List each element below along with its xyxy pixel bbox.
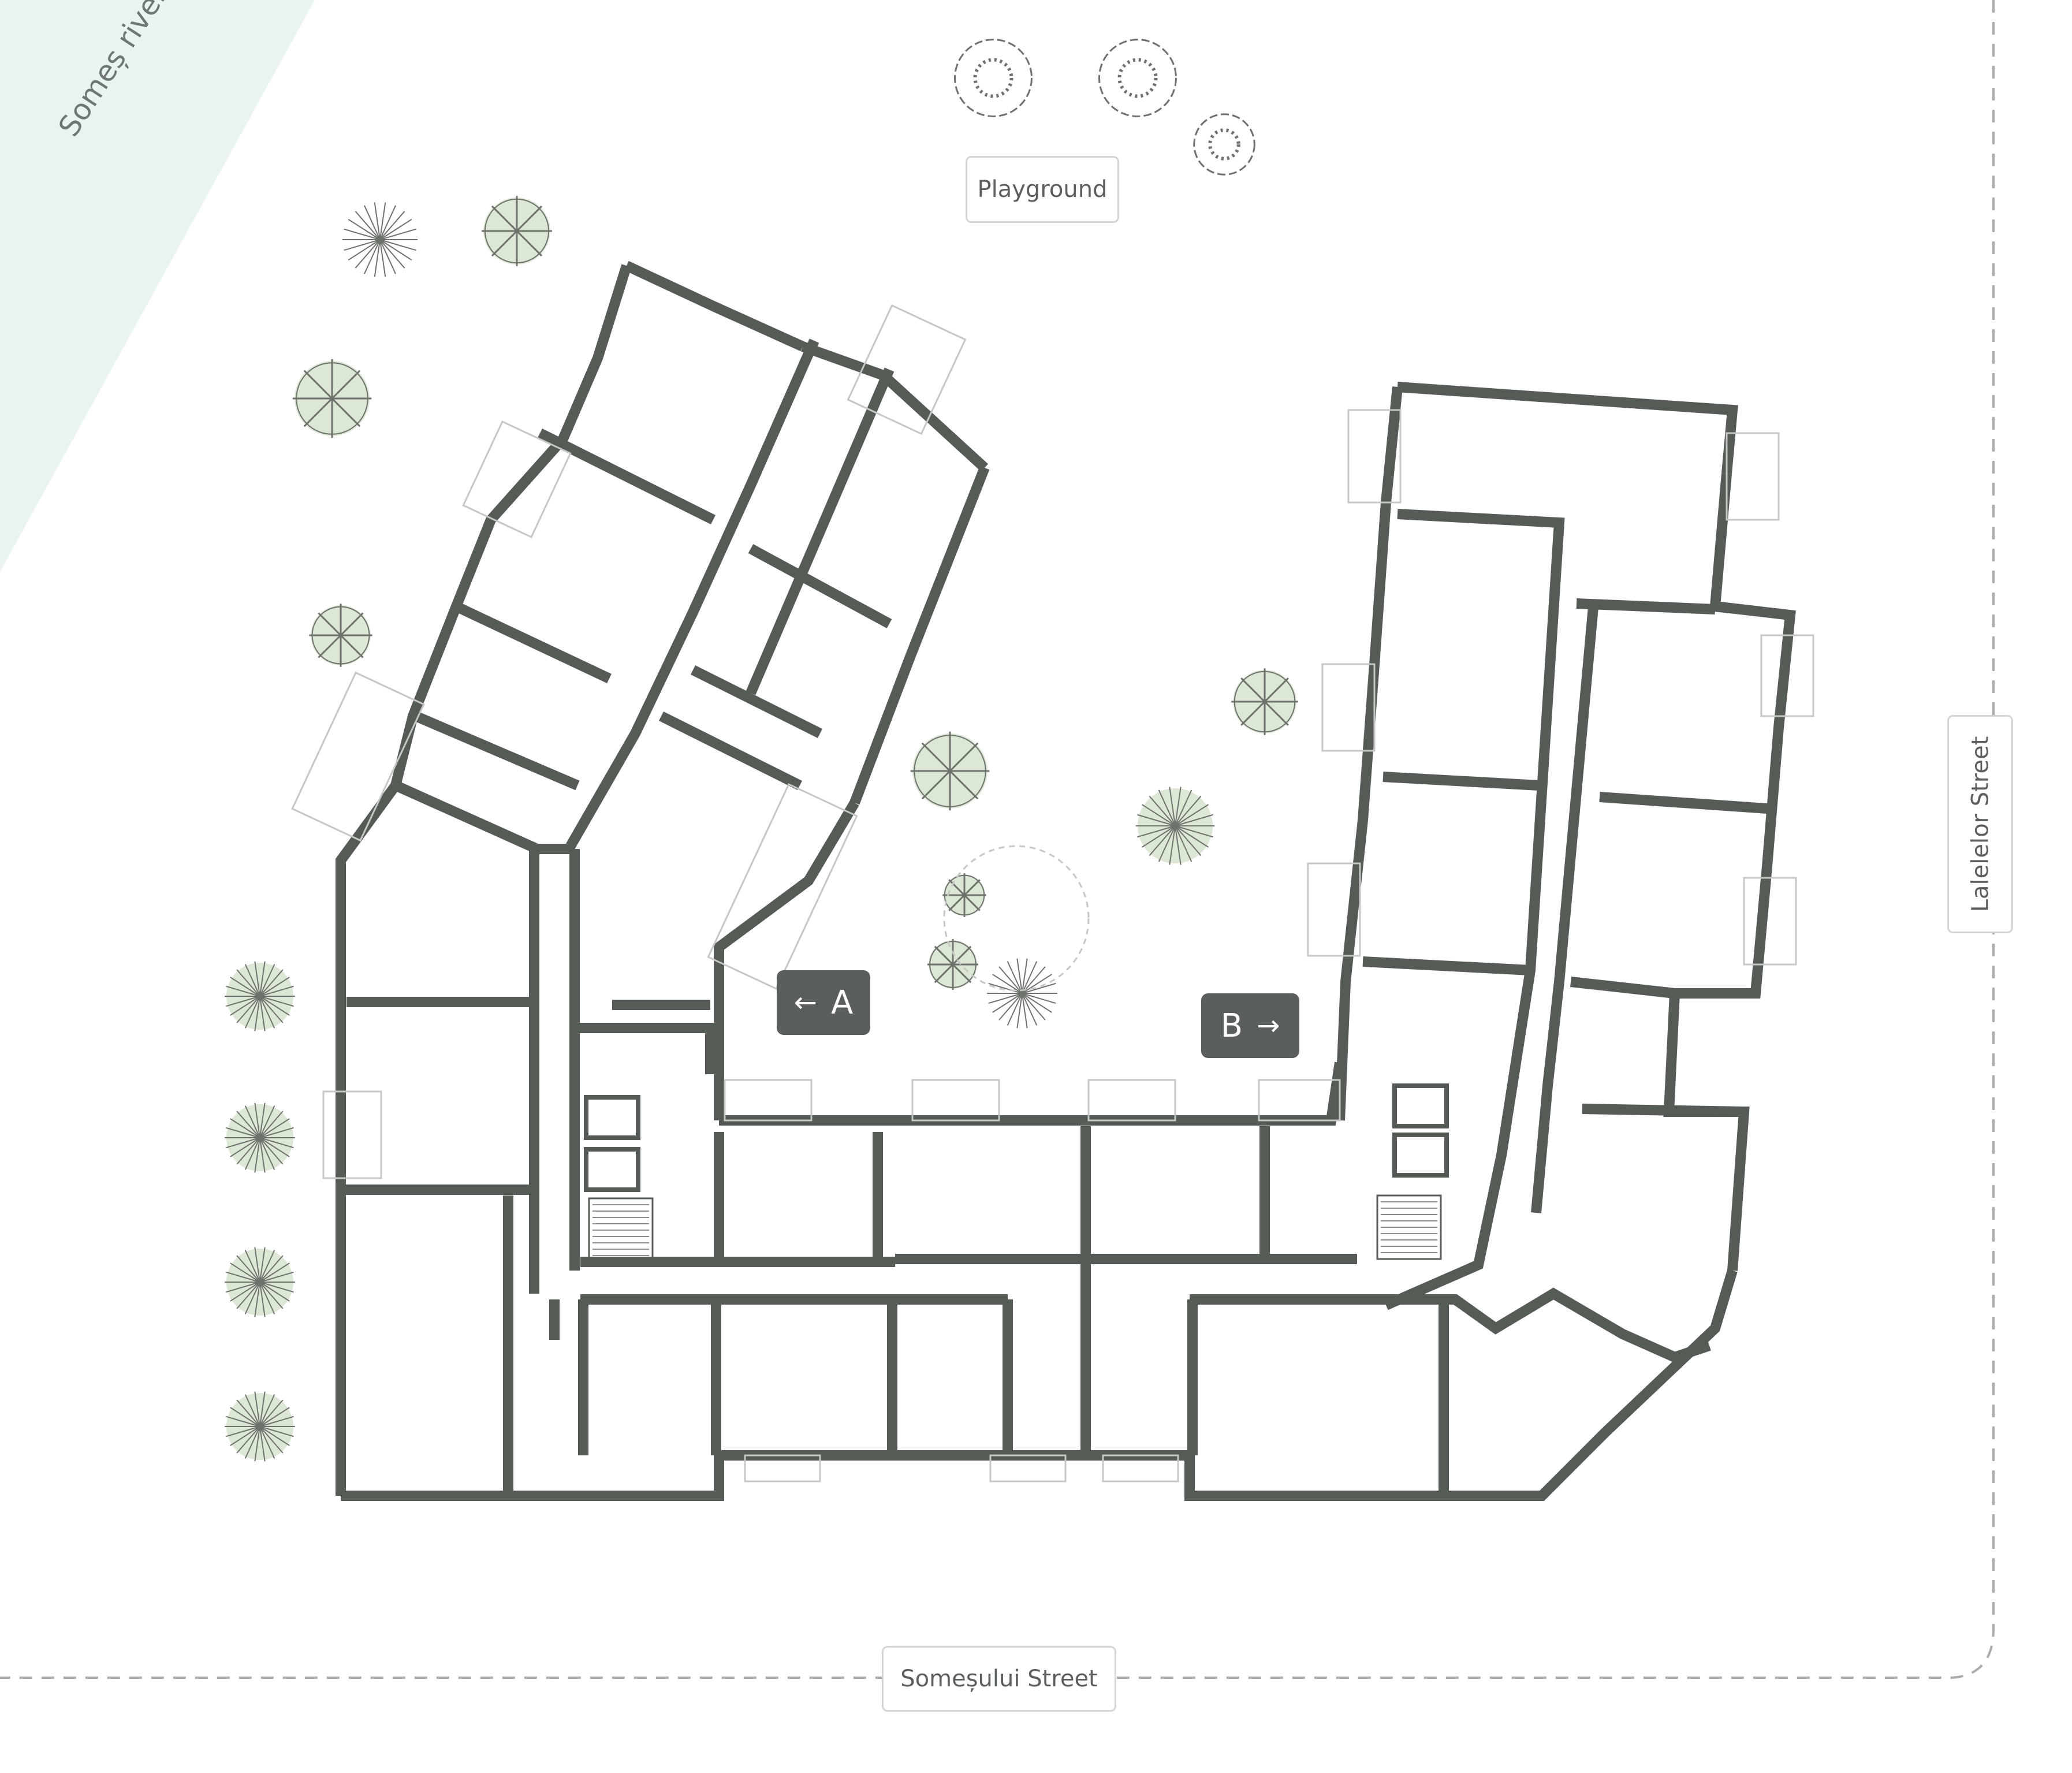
tree-icon <box>927 938 979 990</box>
shrub-icon <box>225 961 295 1031</box>
wall-b-corridor-1 <box>1384 509 1565 1310</box>
site-boundary <box>0 0 1995 1679</box>
tree-icon <box>1193 113 1255 176</box>
river-area <box>0 0 315 572</box>
wall-south-corridor-top <box>580 1132 1357 1267</box>
lalele-street-label: Lalelelor Street <box>1947 715 2013 933</box>
wall-a-outer <box>624 260 990 1120</box>
wall-b-rooms <box>1362 598 1768 1117</box>
entrance-a-letter: A <box>830 984 854 1022</box>
tree-icon <box>309 604 372 667</box>
shrub-icon <box>1135 787 1215 865</box>
stair-icon <box>588 1197 654 1263</box>
arrow-left-icon: ← <box>793 986 817 1019</box>
wall-south-rooms <box>578 1126 1449 1496</box>
shrub-icon <box>225 1102 295 1173</box>
arrow-right-icon: → <box>1257 1010 1280 1042</box>
tree-icon <box>1231 668 1298 735</box>
shrub-icon <box>342 202 418 277</box>
balconies <box>291 304 1814 1483</box>
shrub-icon <box>225 1247 295 1317</box>
entrance-b[interactable]: B → <box>1201 993 1299 1058</box>
shrub-icon <box>225 1391 295 1462</box>
tree-icon <box>910 731 990 811</box>
wall-a-south-west <box>341 997 560 1496</box>
playground-circle <box>943 845 1090 992</box>
entrance-a[interactable]: ← A <box>777 970 870 1035</box>
building-walls <box>336 260 1796 1501</box>
elevator-icon <box>584 1147 640 1192</box>
trees-layer <box>225 39 1298 1462</box>
tree-icon <box>482 196 552 266</box>
wall-b-west <box>1335 386 1403 1121</box>
core-a <box>584 1095 654 1263</box>
elevator-icon <box>1392 1083 1449 1128</box>
tree-icon <box>292 359 372 438</box>
wall-south-outer <box>341 1269 1738 1501</box>
playground-label: Playground <box>966 156 1119 223</box>
wall-b-corridor-2 <box>1531 600 1599 1213</box>
tree-icon <box>954 39 1033 117</box>
shrub-icon <box>987 958 1057 1029</box>
tree-icon <box>1098 39 1177 117</box>
stair-icon <box>1376 1194 1442 1260</box>
wall-a-corridor-2 <box>529 338 819 1294</box>
wall-b-southeast <box>1444 1287 1711 1363</box>
wall-b-east <box>1663 473 1796 1271</box>
wall-b-north <box>1397 382 1738 474</box>
wall-a-corridor-3 <box>658 367 895 791</box>
elevator-icon <box>1392 1133 1449 1178</box>
stair-treads <box>592 1201 1437 1256</box>
core-b <box>1376 1083 1449 1260</box>
wall-a-corridor-1 <box>393 428 716 854</box>
lalele-street-text: Lalelelor Street <box>1967 736 1993 912</box>
somes-street-label: Someșului Street <box>882 1646 1116 1712</box>
elevator-icon <box>584 1095 640 1140</box>
wall-a-corridor-4 <box>569 849 715 1271</box>
tree-icon <box>942 873 986 917</box>
entrance-b-letter: B <box>1220 1007 1243 1045</box>
